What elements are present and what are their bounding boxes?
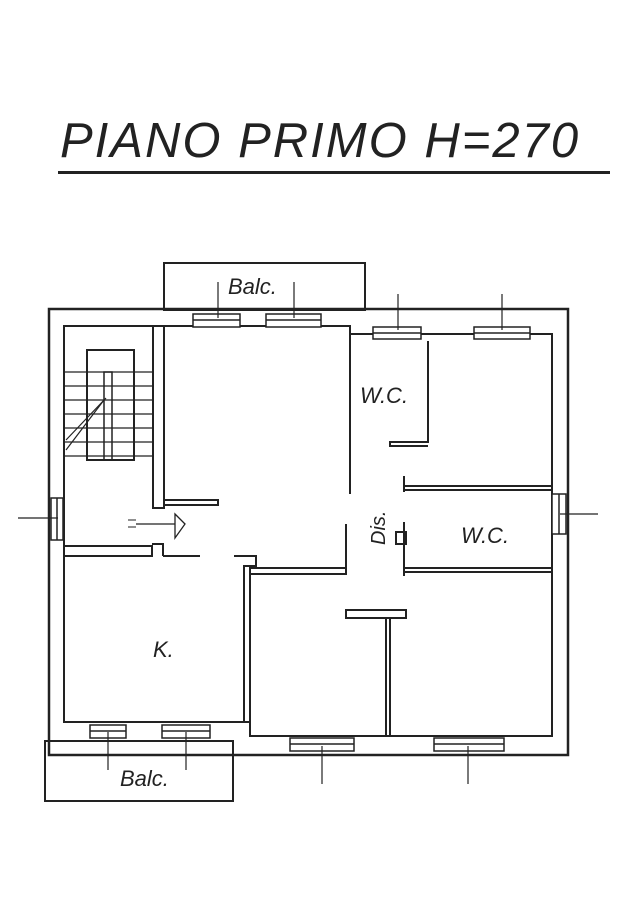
wall-kitchen-top [64, 543, 164, 557]
wall-kitchen-right [234, 555, 257, 722]
stair-treads [64, 371, 153, 457]
title-underline [58, 171, 610, 174]
wall-wc-lower-top [403, 476, 552, 492]
balcony-bottom [44, 740, 234, 802]
inner-wall-outline [63, 325, 553, 737]
wall-room-bl [249, 566, 347, 736]
wall-central-left [163, 326, 219, 508]
label-balcony-bottom: Balc. [120, 766, 169, 791]
entry-arrow [136, 512, 186, 541]
door-jamb [395, 531, 407, 545]
windows [50, 313, 567, 752]
stair-well [86, 349, 135, 461]
door-header [345, 609, 407, 619]
wall-wc-upper [389, 341, 429, 447]
label-balcony-top: Balc. [228, 274, 277, 299]
stair-newel [103, 371, 113, 461]
label-wc-upper: W.C. [360, 383, 408, 408]
page-title: PIANO PRIMO H=270 [60, 114, 581, 168]
outer-wall [47, 307, 570, 757]
label-disimpegno: Dis. [368, 511, 390, 545]
label-wc-lower: W.C. [461, 523, 509, 548]
window-markers [18, 282, 598, 784]
stair-wall [64, 325, 165, 509]
label-kitchen: K. [153, 637, 174, 662]
wall-room-divider [385, 618, 391, 736]
